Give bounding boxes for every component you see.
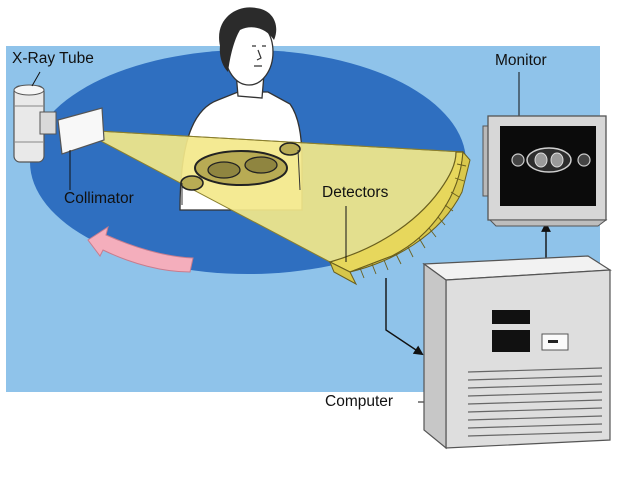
monitor-icon	[482, 115, 608, 227]
arrow-detectors-to-computer	[385, 278, 424, 356]
label-monitor: Monitor	[495, 52, 547, 69]
rotation-arrow	[87, 225, 194, 273]
patient-face	[252, 45, 266, 67]
beam-edge-top	[79, 129, 464, 153]
computer-icon	[422, 255, 612, 450]
label-computer: Computer	[325, 393, 394, 410]
detector-array	[328, 150, 471, 286]
label-collimator: Collimator	[64, 190, 134, 207]
patient-hair	[219, 7, 277, 72]
body-cross-section	[180, 142, 301, 205]
xray-tube-icon	[13, 84, 57, 163]
collimator-icon	[57, 107, 105, 155]
label-xray-tube: X-Ray Tube	[12, 50, 94, 67]
label-detectors: Detectors	[322, 184, 389, 201]
leader-xray	[31, 71, 41, 87]
